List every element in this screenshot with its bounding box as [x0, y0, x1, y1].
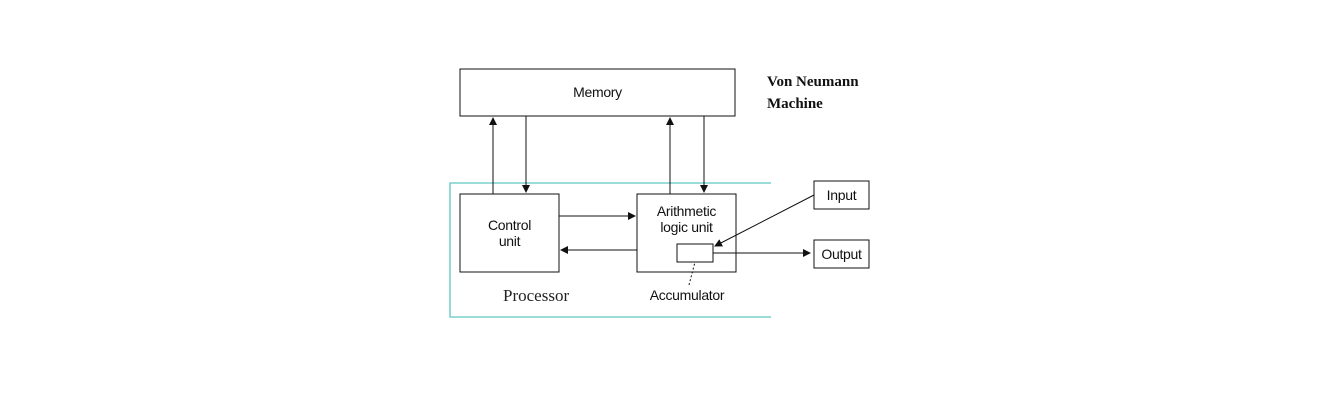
memory-box — [459, 68, 736, 117]
diagram-title-line2: Machine — [767, 96, 823, 112]
output-box — [813, 239, 870, 269]
control-unit-label-line1: Control — [487, 217, 532, 233]
processor-label: Processor — [503, 286, 570, 305]
control-unit-label-line2: unit — [498, 233, 521, 249]
input-label: Input — [826, 187, 857, 203]
output-label: Output — [821, 246, 862, 262]
arrow-input-to-accumulator — [714, 194, 815, 247]
alu-label: Arithmetic logic unit — [637, 203, 736, 235]
diagram-title: Von Neumann Machine — [767, 71, 859, 115]
memory-label: Memory — [573, 84, 622, 100]
alu-label-line1: Arithmetic — [656, 203, 717, 219]
alu-label-line2: logic unit — [660, 219, 713, 235]
processor-boundary — [449, 182, 771, 318]
control-unit-label: Control unit — [460, 217, 559, 249]
diagram-title-line1: Von Neumann — [767, 74, 859, 90]
control-unit-box — [459, 193, 560, 273]
accumulator-register — [676, 243, 714, 263]
accumulator-label: Accumulator — [649, 287, 725, 303]
